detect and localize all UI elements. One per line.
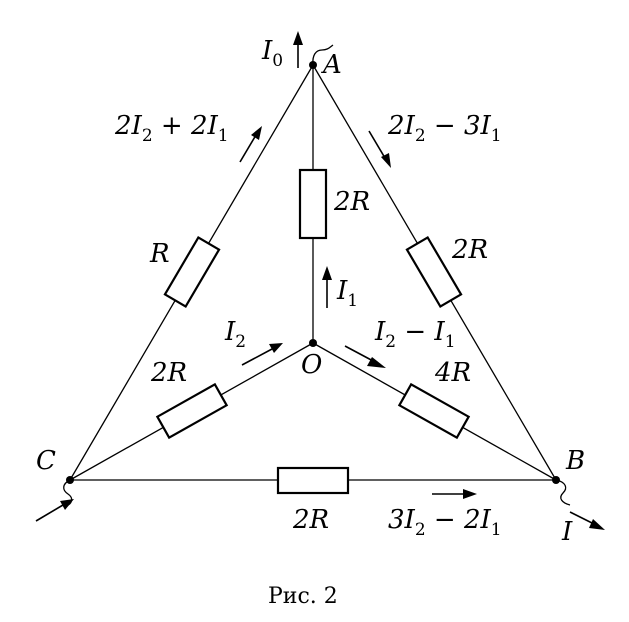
arrow-ca (239, 126, 262, 163)
terminal-squiggle-a (312, 44, 334, 66)
node-o-label: O (301, 350, 322, 380)
node-a-label: A (321, 50, 342, 80)
resistor-ob (397, 382, 471, 440)
figure-caption: Рис. 2 (268, 584, 338, 609)
node-a-dot (309, 61, 317, 69)
node-b-dot (552, 476, 560, 484)
resistor-ao (298, 168, 328, 240)
resistor-ac-label: R (149, 239, 170, 269)
arrow-co (241, 343, 283, 366)
node-c-dot (66, 476, 74, 484)
current-ob-label: I2 − I1 (374, 317, 456, 352)
resistor-co (155, 382, 229, 440)
current-ab-label: 2I2 − 3I1 (387, 111, 502, 146)
resistor-ab (405, 235, 463, 309)
current-i0-label: I0 (261, 36, 283, 71)
current-output-label: I (561, 517, 573, 547)
arrow-i0 (293, 31, 303, 68)
resistor-ac (163, 235, 221, 309)
arrow-input-c (35, 499, 74, 522)
resistor-co-label: 2R (150, 358, 187, 388)
resistor-cb (276, 466, 350, 495)
arrow-ab (368, 130, 391, 168)
node-o-dot (309, 339, 317, 347)
resistor-ab-label: 2R (451, 235, 488, 265)
resistor-cb-label: 2R (292, 505, 329, 535)
current-ca-label: 2I2 + 2I1 (114, 111, 229, 146)
terminal-squiggle-b (555, 479, 571, 506)
node-c-label: C (36, 446, 56, 476)
current-co-label: I2 (224, 317, 246, 352)
resistor-ao-label: 2R (333, 187, 370, 217)
arrow-output-b (569, 511, 605, 530)
current-cb-label: 3I2 − 2I1 (388, 505, 502, 540)
arrow-ao (322, 266, 332, 308)
arrow-cb (432, 489, 477, 499)
current-ao-label: I1 (336, 276, 358, 311)
node-b-label: B (565, 446, 585, 476)
arrow-ob (344, 345, 386, 368)
resistor-ob-label: 4R (434, 358, 471, 388)
